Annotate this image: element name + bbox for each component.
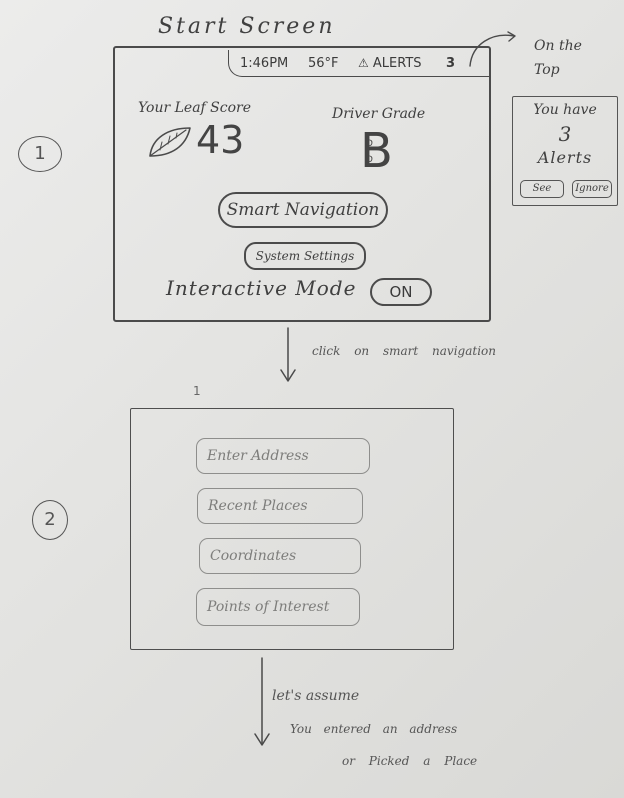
alert-popup-line1: You have — [533, 102, 597, 118]
step-1-marker: 1 — [18, 136, 62, 172]
step-1-label: 1 — [34, 143, 46, 164]
alert-popup — [512, 96, 618, 206]
curved-arrow-icon — [469, 31, 516, 67]
alerts-count: 3 — [446, 56, 456, 71]
step-2-marker: 2 — [32, 500, 68, 540]
driver-grade-value: B — [360, 123, 393, 179]
top-note: On the Top — [534, 38, 582, 78]
down-arrow-icon — [280, 327, 296, 382]
system-settings-button[interactable]: System Settings — [244, 242, 366, 270]
leaf-icon — [149, 127, 191, 157]
start-screen-frame — [113, 46, 491, 322]
driver-grade-label: Driver Grade — [332, 106, 426, 122]
driver-grade-sub: D D — [366, 136, 373, 168]
screen2-marker: 1 — [193, 384, 201, 398]
status-bar — [228, 50, 489, 77]
alert-popup-line2: Alerts — [537, 148, 593, 167]
leaf-score-value: 43 — [196, 118, 245, 162]
points-of-interest-button[interactable]: Points of Interest — [196, 588, 360, 626]
smart-navigation-button[interactable]: Smart Navigation — [218, 192, 388, 228]
transition-1-note: click on smart navigation — [312, 344, 496, 358]
alerts-indicator[interactable]: ⚠ ALERTS — [358, 56, 422, 71]
enter-address-button[interactable]: Enter Address — [196, 438, 370, 474]
alert-popup-count: 3 — [558, 122, 572, 146]
status-temp: 56°F — [308, 56, 339, 71]
ignore-alerts-button[interactable]: Ignore — [572, 180, 612, 198]
coordinates-button[interactable]: Coordinates — [199, 538, 361, 574]
alerts-label: ALERTS — [372, 56, 422, 71]
navigation-screen-frame — [130, 408, 454, 650]
step-2-label: 2 — [44, 509, 56, 530]
status-time: 1:46PM — [240, 56, 289, 71]
warning-icon: ⚠ — [358, 56, 369, 70]
down-arrow-icon — [254, 657, 270, 746]
driver-grade-sub-1: D — [366, 139, 373, 149]
driver-grade-sub-2: D — [366, 155, 373, 165]
interactive-mode-label: Interactive Mode — [166, 276, 357, 300]
see-alerts-button[interactable]: See — [520, 180, 564, 198]
transition-2-line2: You entered an address — [290, 722, 458, 736]
interactive-mode-toggle[interactable]: ON — [370, 278, 432, 306]
transition-2-line1: let's assume — [272, 688, 360, 704]
recent-places-button[interactable]: Recent Places — [197, 488, 363, 524]
page-title: Start Screen — [158, 14, 336, 39]
leaf-score-label: Your Leaf Score — [138, 100, 252, 116]
transition-2-line3: or Picked a Place — [342, 754, 478, 768]
